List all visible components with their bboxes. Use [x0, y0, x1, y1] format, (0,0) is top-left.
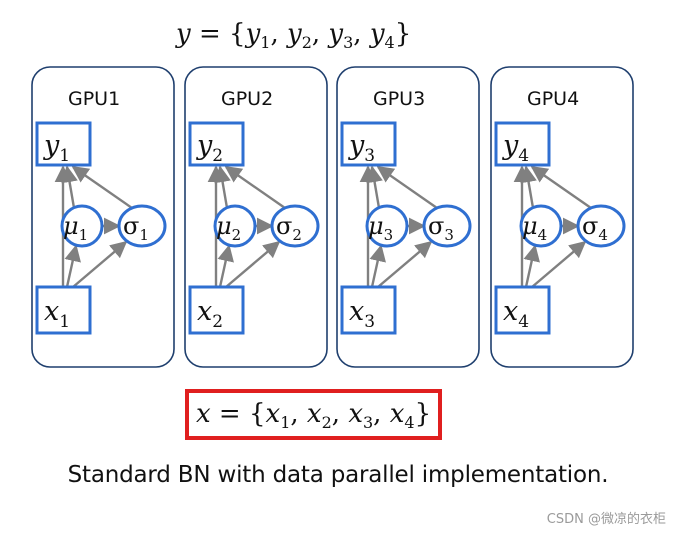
y-output-label: y1 [43, 130, 70, 166]
y-output-label: y3 [348, 130, 375, 166]
caption: Standard BN with data parallel implement… [67, 462, 609, 488]
arrow-sigma-to-y [224, 166, 286, 209]
arrow-mu-to-y [214, 165, 231, 209]
watermark: CSDN @微凉的衣柜 [546, 512, 666, 527]
std-label: σ1 [123, 212, 149, 244]
gpu-panel-2: GPU2 y2 x2 μ2 σ2 [184, 66, 328, 368]
arrow-sigma-to-y [71, 166, 133, 209]
arrow-x-to-sigma [531, 240, 587, 288]
gpu-label: GPU2 [221, 88, 273, 110]
gpu-panel-border [31, 66, 175, 368]
gpu-panel-border [184, 66, 328, 368]
y-output-box [188, 121, 245, 167]
std-node [576, 204, 626, 248]
top-formula: y = {y1, y2, y3, y4} [175, 19, 411, 52]
y-output-box [494, 121, 551, 167]
gpu-label: GPU3 [373, 88, 425, 110]
y-output-box [35, 121, 92, 167]
std-node [117, 204, 167, 248]
mean-label: μ2 [216, 212, 241, 244]
y-output-label: y4 [502, 130, 529, 166]
std-label: σ3 [428, 212, 454, 244]
x-input-label: x3 [349, 296, 375, 332]
arrow-x-to-sigma [377, 240, 433, 288]
x-input-box [35, 285, 92, 335]
std-label: σ4 [582, 212, 608, 244]
std-node [270, 204, 320, 248]
y-output-box [340, 121, 397, 167]
arrow-x-to-mu [64, 244, 81, 288]
gpu-panel-1: GPU1 y1 x1 μ1 σ1 [31, 66, 175, 368]
arrow-mu-to-y [61, 165, 78, 209]
mean-node [213, 204, 257, 248]
x-input-label: x4 [503, 296, 529, 332]
x-input-box [340, 285, 397, 335]
arrow-x-to-mu [217, 244, 234, 288]
gpu-label: GPU4 [527, 88, 579, 110]
gpu-label: GPU1 [68, 88, 120, 110]
std-label: σ2 [276, 212, 302, 244]
arrow-x-to-sigma [72, 240, 128, 288]
x-input-box [188, 285, 245, 335]
mean-node [60, 204, 104, 248]
mean-label: μ4 [522, 212, 547, 244]
gpu-panel-border [336, 66, 480, 368]
arrow-x-to-sigma [225, 240, 281, 288]
std-node [422, 204, 472, 248]
gpu-panel-3: GPU3 y3 x3 μ3 σ3 [336, 66, 480, 368]
y-output-label: y2 [196, 130, 223, 166]
arrow-sigma-to-y [530, 166, 592, 209]
arrow-mu-to-y [520, 165, 537, 209]
arrow-x-to-mu [369, 244, 386, 288]
bottom-formula-box [185, 389, 442, 440]
x-input-label: x2 [197, 296, 223, 332]
mean-node [519, 204, 563, 248]
arrow-x-to-mu [523, 244, 540, 288]
gpu-panel-border [490, 66, 634, 368]
mean-node [365, 204, 409, 248]
arrow-mu-to-y [366, 165, 383, 209]
x-input-label: x1 [44, 296, 70, 332]
gpu-panel-4: GPU4 y4 x4 μ4 σ4 [490, 66, 634, 368]
bottom-formula: x = {x1, x2, x3, x4} [196, 399, 431, 432]
arrow-sigma-to-y [376, 166, 438, 209]
mean-label: μ3 [368, 212, 393, 244]
x-input-box [494, 285, 551, 335]
mean-label: μ1 [63, 212, 88, 244]
